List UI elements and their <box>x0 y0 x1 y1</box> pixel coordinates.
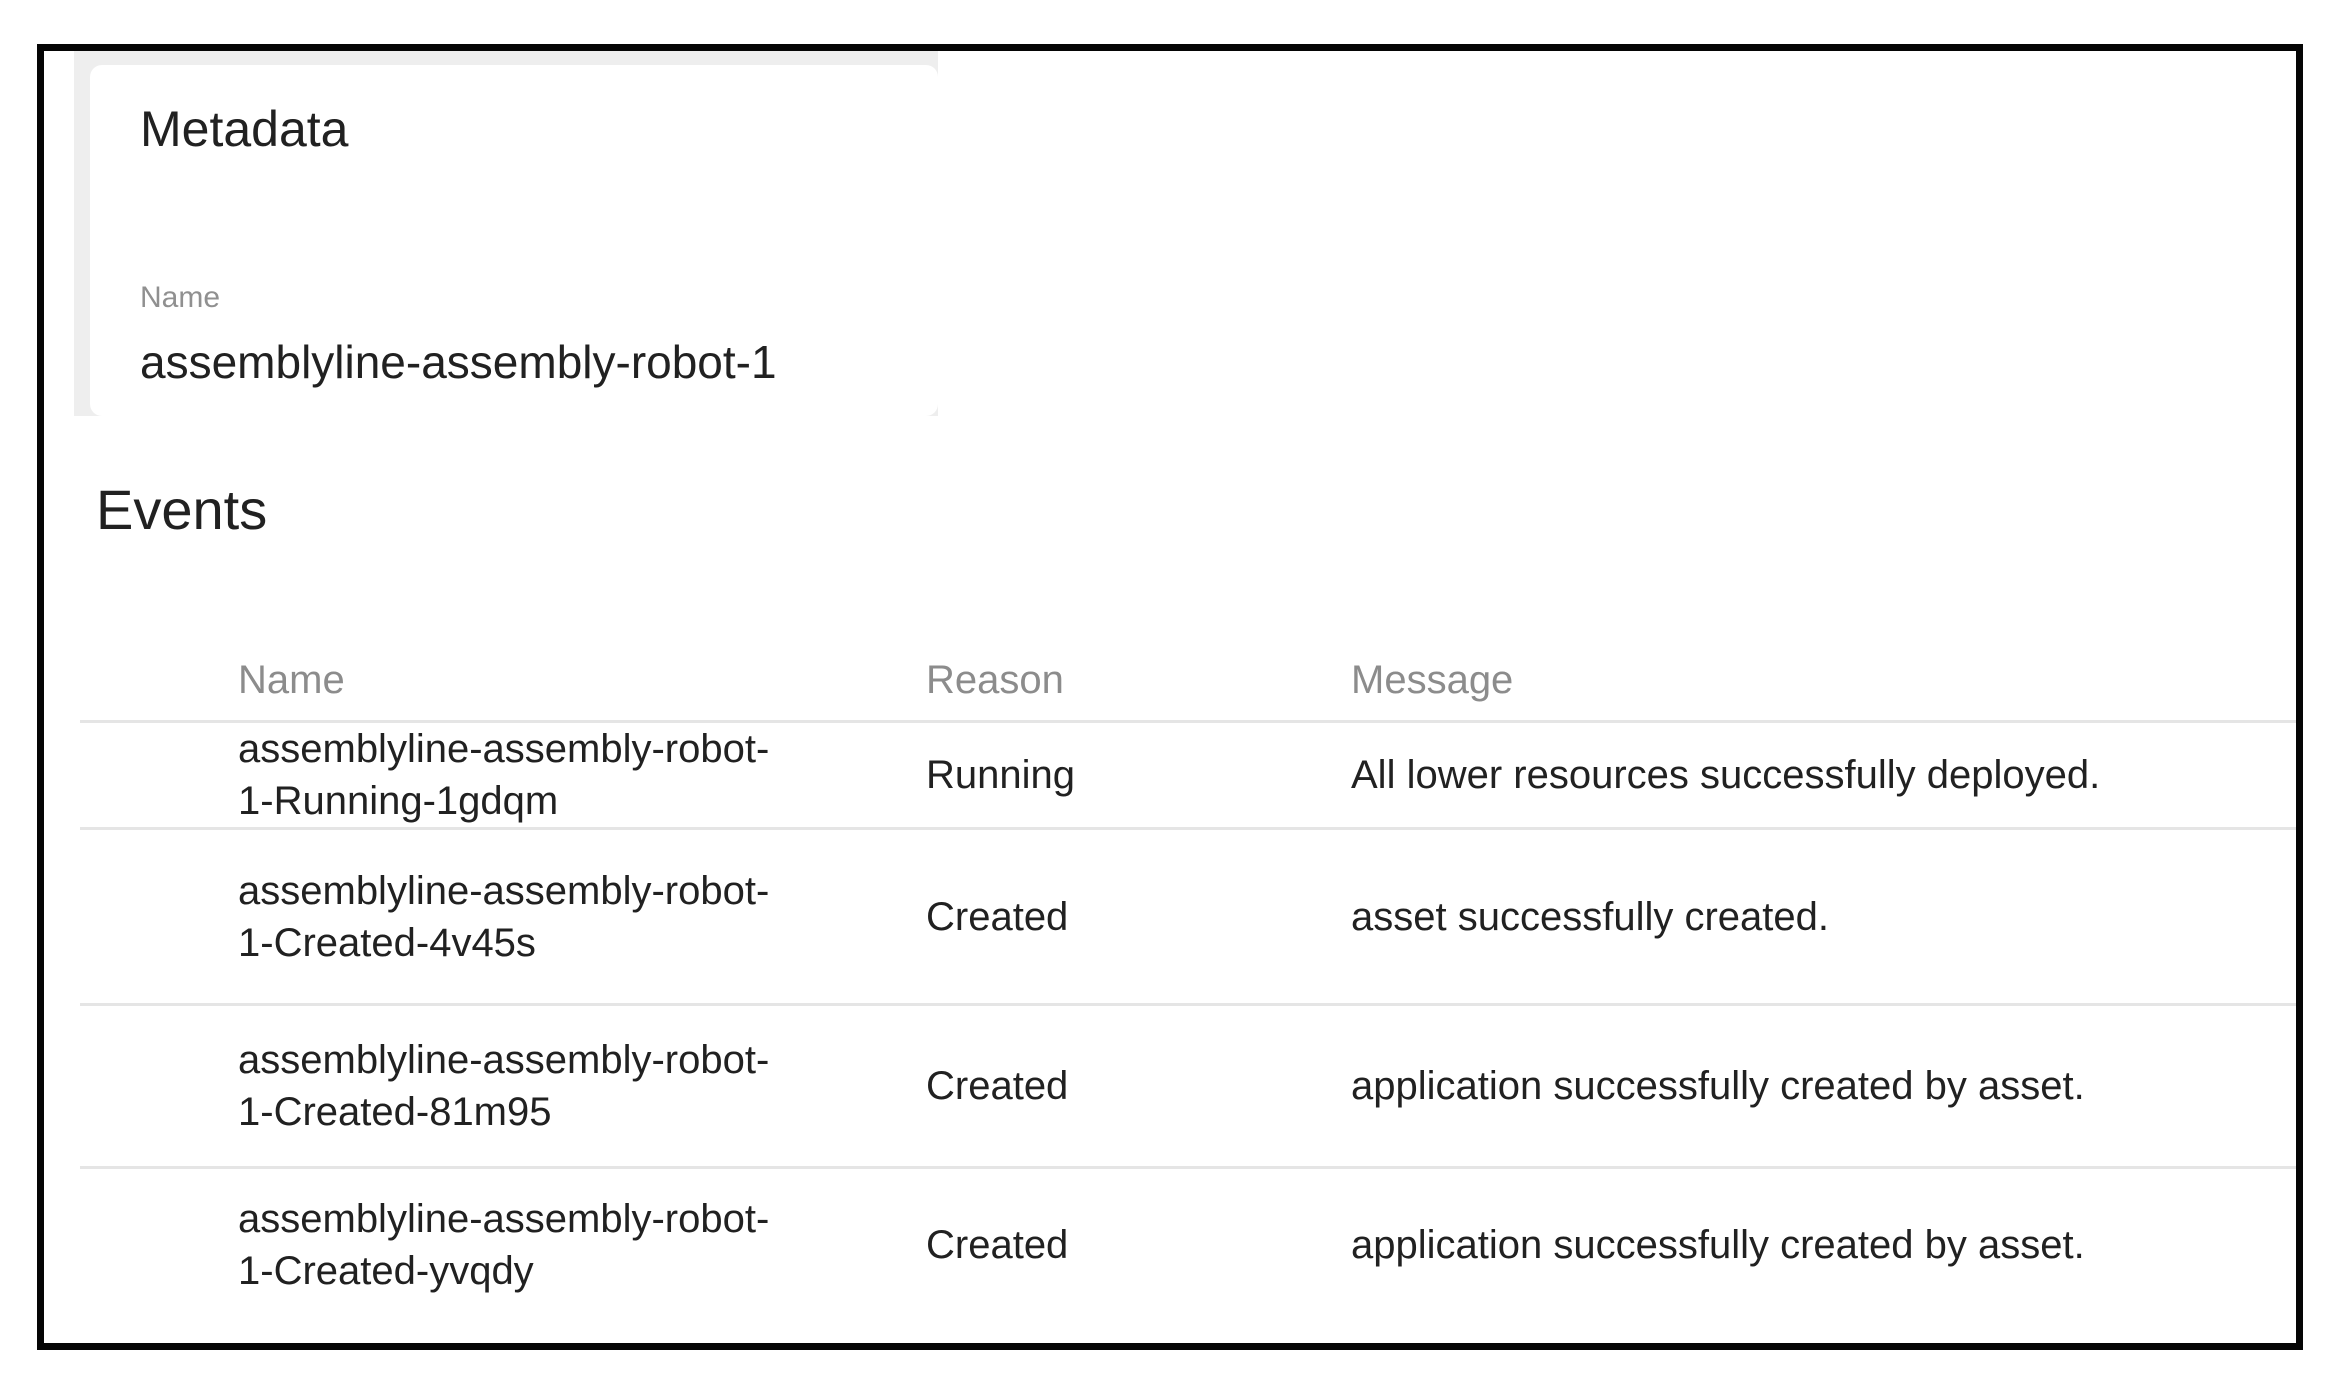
event-name-cell: assemblyline-assembly-robot-1-Created-yv… <box>238 1197 770 1293</box>
event-reason-cell: Running <box>926 753 1076 797</box>
event-name-cell: assemblyline-assembly-robot-1-Created-4v… <box>238 868 770 965</box>
name-field-label: Name <box>140 281 221 314</box>
content-viewport[interactable]: Metadata Name assemblyline-assembly-robo… <box>44 51 2296 1343</box>
event-message-cell: All lower resources successfully deploye… <box>1351 753 2101 797</box>
event-row: assemblyline-assembly-robot-1-Created-4v… <box>80 827 2296 1003</box>
metadata-card-title: Metadata <box>140 101 349 157</box>
event-row: assemblyline-assembly-robot-1-Created-yv… <box>80 1166 2296 1321</box>
events-table-header: Name Reason Message <box>80 606 2296 720</box>
events-section-title: Events <box>96 478 268 541</box>
name-field-value: assemblyline-assembly-robot-1 <box>140 336 777 388</box>
events-table-body: assemblyline-assembly-robot-1-Running-1g… <box>80 720 2296 1321</box>
event-reason-cell: Created <box>926 1223 1069 1267</box>
event-message-cell: application successfully created by asse… <box>1351 1064 2085 1108</box>
column-header-name: Name <box>238 658 345 702</box>
event-message-cell: asset successfully created. <box>1351 894 1829 939</box>
event-reason-cell: Created <box>926 894 1069 939</box>
event-message-cell: application successfully created by asse… <box>1351 1223 2085 1267</box>
column-header-reason: Reason <box>926 658 1064 702</box>
event-name-cell: assemblyline-assembly-robot-1-Created-81… <box>238 1038 770 1134</box>
screenshot-frame: Metadata Name assemblyline-assembly-robo… <box>37 44 2303 1350</box>
metadata-card <box>90 65 938 416</box>
events-table: Name Reason Message assemblyline-assembl… <box>80 606 2296 1321</box>
column-header-message: Message <box>1351 658 1514 702</box>
event-reason-cell: Created <box>926 1064 1069 1108</box>
event-name-cell: assemblyline-assembly-robot-1-Running-1g… <box>238 727 770 823</box>
event-row: assemblyline-assembly-robot-1-Running-1g… <box>80 720 2296 827</box>
event-row: assemblyline-assembly-robot-1-Created-81… <box>80 1003 2296 1166</box>
